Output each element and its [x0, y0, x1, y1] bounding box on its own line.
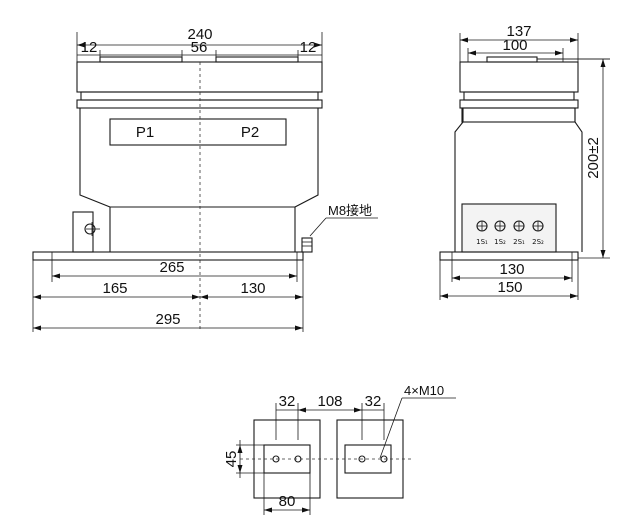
- dim-32-left: 32: [279, 393, 296, 410]
- dim-265: 265: [159, 259, 184, 276]
- dim-32-right: 32: [365, 393, 382, 410]
- terminal-2s2: 2S₂: [532, 238, 544, 246]
- dim-130-side: 130: [499, 261, 524, 278]
- dim-165: 165: [102, 280, 127, 297]
- label-p2: P2: [241, 124, 259, 141]
- dim-200: 200±2: [585, 137, 602, 179]
- dim-137: 137: [506, 23, 531, 40]
- dim-56: 56: [191, 39, 208, 56]
- label-4xm10: 4×M10: [404, 383, 444, 398]
- label-ground: M8接地: [328, 203, 372, 218]
- side-view: 137 100 1S₁ 1S₂ 2: [439, 23, 610, 300]
- label-p1: P1: [136, 124, 154, 141]
- dim-130-front: 130: [240, 280, 265, 297]
- dim-100: 100: [502, 37, 527, 54]
- dim-80: 80: [279, 493, 296, 510]
- terminal-1s2: 1S₂: [494, 238, 506, 246]
- terminal-1s1: 1S₁: [476, 238, 488, 246]
- dim-12-left: 12: [81, 39, 98, 56]
- dim-12-right: 12: [300, 39, 317, 56]
- terminal-group: 1S₁ 1S₂ 2S₁ 2S₂: [476, 220, 544, 246]
- terminal-2s1: 2S₁: [513, 238, 525, 246]
- front-view: 240 12 56 12 P1 P2: [32, 26, 378, 332]
- terminal-plate-view: 32 108 32 4×M10 45 80: [223, 383, 456, 515]
- dim-240: 240: [187, 26, 212, 43]
- dim-295: 295: [155, 311, 180, 328]
- dim-150: 150: [497, 279, 522, 296]
- dim-108: 108: [317, 393, 342, 410]
- dim-45: 45: [223, 451, 240, 468]
